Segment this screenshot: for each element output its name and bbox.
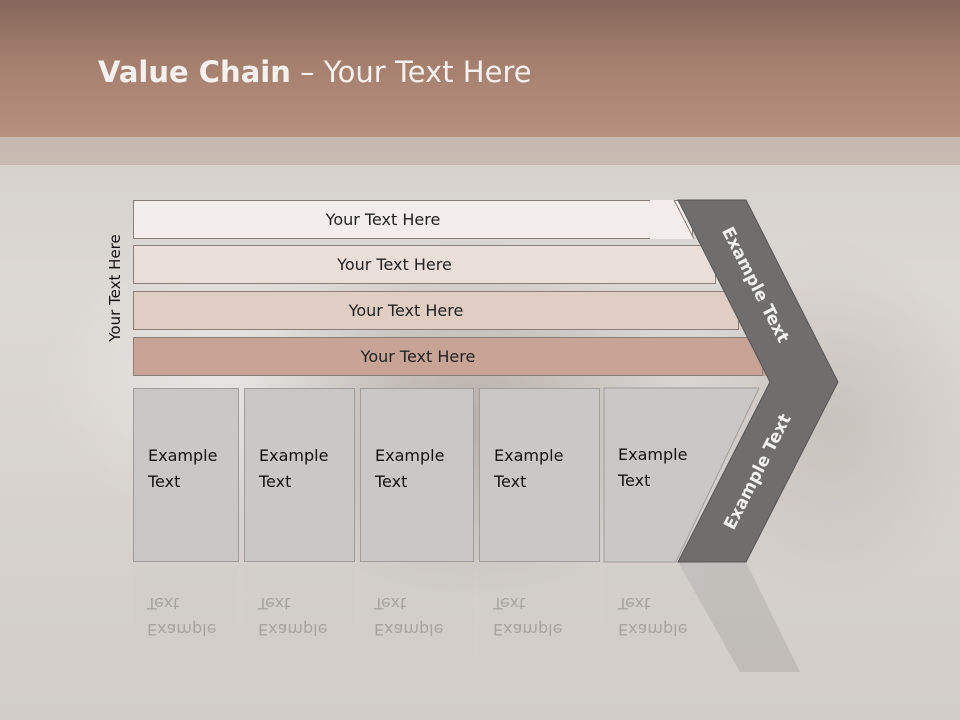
cell-3-reflection-line1: Example (374, 620, 444, 639)
bar-1: Your Text Here (133, 200, 693, 239)
cell-1-reflection: Example Text (133, 566, 239, 696)
cell-1-reflection-line1: Example (147, 620, 217, 639)
cell-2-line1: Example (259, 446, 329, 465)
cell-4: Example Text (479, 388, 600, 562)
cell-5-line1: Example (618, 445, 688, 464)
cell-5-reflection-line1: Example (618, 620, 688, 639)
header-subband (0, 137, 960, 165)
cell-1: Example Text (133, 388, 239, 562)
cell-3-reflection-line2: Text (374, 594, 407, 613)
cell-4-reflection-line1: Example (493, 620, 563, 639)
cell-4-reflection-line2: Text (493, 594, 526, 613)
slide-title: Value Chain – Your Text Here (98, 55, 532, 89)
bar-3-label: Your Text Here (348, 301, 464, 320)
cell-5-line2: Text (618, 471, 651, 490)
title-rest: – Your Text Here (290, 55, 532, 89)
cell-1-line1: Example (148, 446, 218, 465)
cell-5-reflection: Example Text (604, 566, 704, 696)
bar-4-label: Your Text Here (360, 347, 476, 366)
cell-1-line2: Text (148, 472, 181, 491)
bar-3: Your Text Here (133, 291, 739, 330)
bar-4: Your Text Here (133, 337, 763, 376)
header-band (0, 0, 960, 137)
cell-2: Example Text (244, 388, 355, 562)
cell-5: Example Text (604, 388, 687, 494)
cell-3-line2: Text (375, 472, 408, 491)
cell-2-reflection-line2: Text (258, 594, 291, 613)
bar-2: Your Text Here (133, 245, 716, 284)
title-bold: Value Chain (98, 55, 291, 89)
cell-2-reflection: Example Text (244, 566, 355, 696)
cell-5-reflection-line2: Text (618, 594, 651, 613)
cell-4-line1: Example (494, 446, 564, 465)
bar-2-label: Your Text Here (337, 255, 452, 274)
cell-3-line1: Example (375, 446, 445, 465)
cell-4-reflection: Example Text (479, 566, 600, 696)
cell-2-reflection-line1: Example (258, 620, 328, 639)
bar-1-label: Your Text Here (325, 210, 441, 229)
cell-3: Example Text (360, 388, 474, 562)
cell-3-reflection: Example Text (360, 566, 474, 696)
cell-2-line2: Text (259, 472, 292, 491)
cell-1-reflection-line2: Text (147, 594, 180, 613)
cell-4-line2: Text (494, 472, 527, 491)
